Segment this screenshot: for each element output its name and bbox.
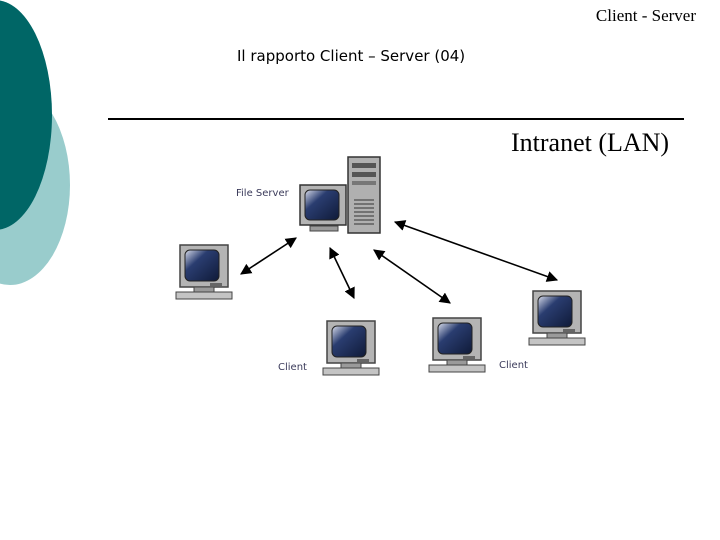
client-computer-center-right-icon <box>428 317 486 373</box>
link-server-client-center-right <box>373 249 451 304</box>
link-server-client-center-left <box>329 246 355 300</box>
client-computer-right-icon <box>528 290 586 346</box>
decorative-circles <box>0 0 70 285</box>
client-label-1: Client <box>278 362 307 373</box>
header-title: Client - Server <box>595 6 696 25</box>
file-server-icon <box>299 156 381 234</box>
client-label-2: Client <box>499 360 528 371</box>
dark-teal-circle <box>0 0 52 230</box>
link-server-client-right <box>393 220 559 282</box>
file-server-label: File Server <box>236 188 290 199</box>
slide-title: Il rapporto Client – Server (04) <box>237 47 466 65</box>
link-server-client-left <box>240 237 297 275</box>
network-diagram: File Server Client Client <box>175 156 586 376</box>
client-computer-center-left-icon <box>322 320 380 376</box>
client-computer-left-icon <box>175 244 233 300</box>
section-title: Intranet (LAN) <box>511 128 670 157</box>
title-divider <box>108 118 684 120</box>
